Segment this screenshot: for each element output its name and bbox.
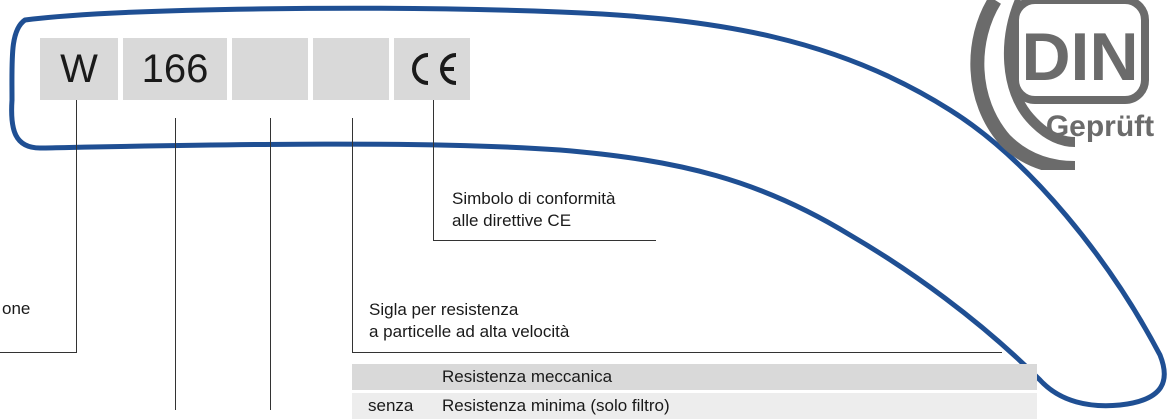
din-logo-text: DIN bbox=[1021, 19, 1138, 95]
ce-label: Simbolo di conformità alle direttive CE bbox=[452, 188, 615, 232]
marking-box-optical-class bbox=[232, 38, 308, 100]
goggle-frame-outline bbox=[9, 5, 1167, 409]
leader-line-standard bbox=[175, 118, 176, 410]
leader-line-manufacturer-horizontal bbox=[0, 352, 77, 353]
din-gepruft-logo: DIN Geprüft bbox=[970, 0, 1154, 170]
leader-line-ce bbox=[433, 100, 434, 240]
table-header-row: Resistenza meccanica bbox=[352, 364, 1037, 390]
din-logo-subtext: Geprüft bbox=[1046, 110, 1154, 143]
leader-line-velocity-horizontal bbox=[352, 352, 1002, 353]
leader-line-ce-horizontal bbox=[433, 240, 656, 241]
velocity-label: Sigla per resistenza a particelle ad alt… bbox=[369, 299, 569, 343]
ce-mark-icon bbox=[412, 53, 457, 85]
leader-line-manufacturer bbox=[76, 100, 77, 352]
ce-label-line1: Simbolo di conformità bbox=[452, 189, 616, 208]
table-header-text: Resistenza meccanica bbox=[442, 367, 613, 386]
marking-box-manufacturer-text: W bbox=[60, 46, 98, 91]
ce-label-line2: alle direttive CE bbox=[452, 211, 572, 230]
velocity-label-line1: Sigla per resistenza bbox=[369, 300, 519, 319]
leader-line-velocity bbox=[352, 118, 353, 352]
marking-box-ce: CE bbox=[394, 38, 470, 100]
velocity-label-line2: a particelle ad alta velocità bbox=[369, 322, 570, 341]
table-row-text: Resistenza minima (solo filtro) bbox=[442, 396, 670, 415]
leader-line-optical-class bbox=[270, 118, 271, 410]
marking-box-standard: 166 bbox=[123, 38, 227, 100]
marking-box-mechanical bbox=[313, 38, 389, 100]
marking-box-manufacturer: W bbox=[40, 38, 118, 100]
partial-left-label: one bbox=[2, 299, 31, 318]
marking-box-standard-text: 166 bbox=[141, 46, 209, 91]
table-row-code: senza bbox=[368, 396, 414, 415]
table-row: senza Resistenza minima (solo filtro) bbox=[352, 393, 1037, 419]
